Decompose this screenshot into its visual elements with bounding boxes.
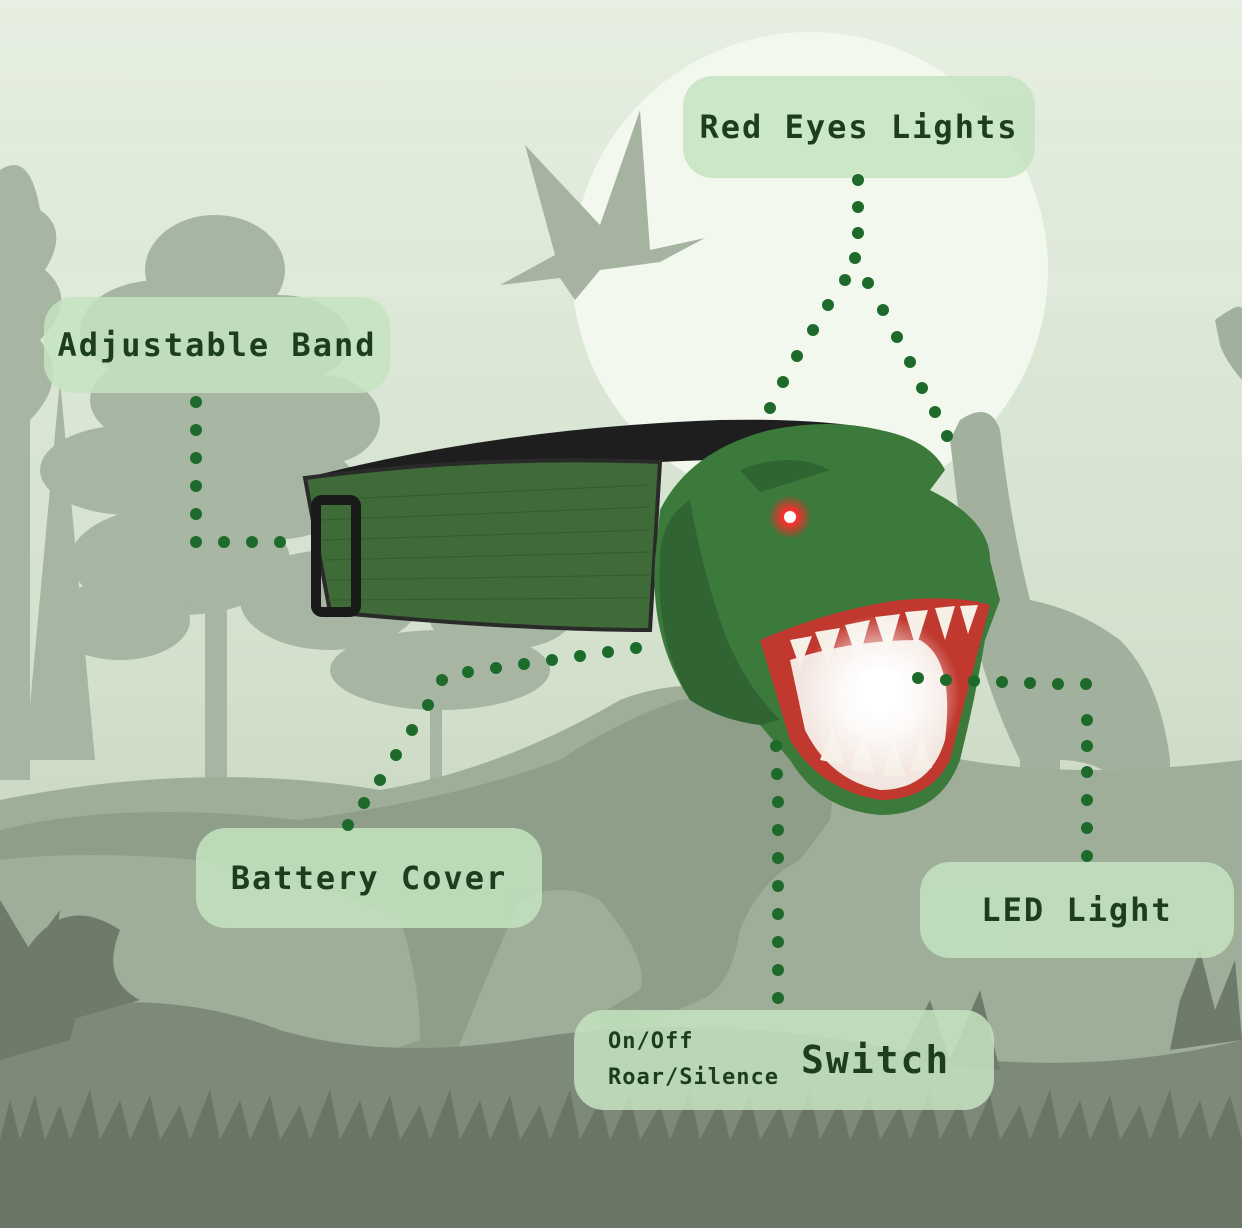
switch-on-off-text: On/Off: [608, 1029, 694, 1054]
led-light-icon: [856, 666, 904, 714]
dinosaur-head-icon: [1215, 306, 1242, 380]
dino-brow: [740, 460, 830, 492]
red-eye-icon: [784, 511, 796, 523]
dino-head-shading: [659, 500, 780, 725]
brachiosaurus-icon: [950, 412, 1170, 880]
battery-cover-label: Battery Cover: [230, 859, 508, 897]
label-backgrounds: [44, 76, 1234, 1110]
dinosaur-head: [654, 424, 1000, 815]
switch-title: Switch: [800, 1038, 951, 1082]
adjustable-band-label: Adjustable Band: [57, 326, 377, 364]
red-eyes-label: Red Eyes Lights: [699, 108, 1019, 146]
switch-label-group: On/Off Roar/Silence Switch: [574, 1010, 994, 1110]
switch-roar-silence-text: Roar/Silence: [608, 1065, 779, 1090]
led-light-label: LED Light: [981, 891, 1173, 929]
strap-buckle: [311, 495, 361, 617]
pterodactyl-icon: [500, 110, 705, 300]
headband-strap: [302, 458, 663, 633]
switch-modes: On/Off Roar/Silence: [608, 1024, 779, 1096]
strap-texture: [319, 484, 651, 601]
connector-lines: [190, 174, 1093, 1004]
